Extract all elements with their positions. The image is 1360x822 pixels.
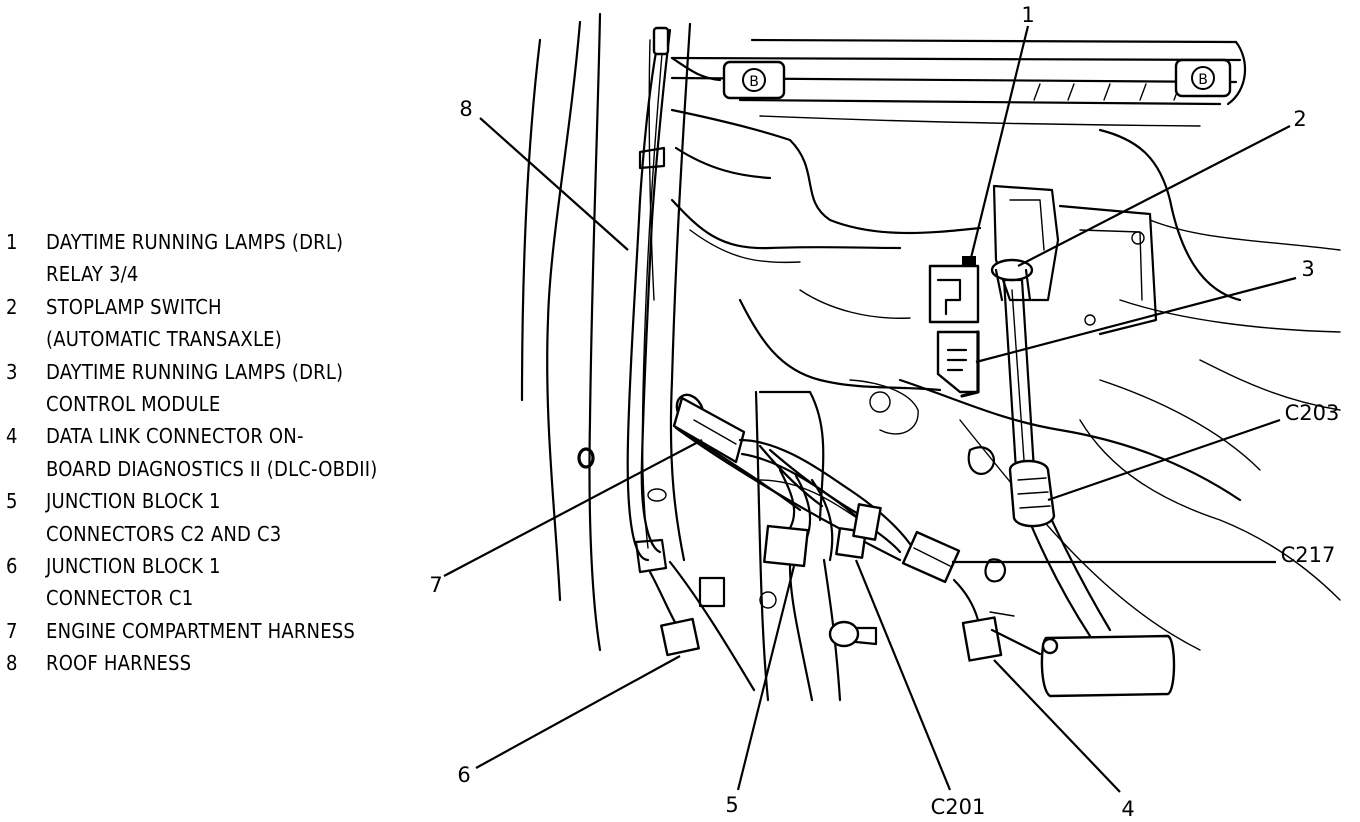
leader-c201 (854, 559, 952, 791)
legend-line: (AUTOMATIC TRANSAXLE) (46, 327, 282, 352)
callout-5: 5 (725, 793, 738, 817)
legend-text: ENGINE COMPARTMENT HARNESS (46, 615, 450, 647)
callout-c201: C201 (931, 795, 986, 819)
legend-line: JUNCTION BLOCK 1 (46, 554, 221, 579)
leader-1 (968, 25, 1030, 263)
leader-2 (1017, 125, 1291, 267)
legend-item: 5 JUNCTION BLOCK 1 CONNECTORS C2 AND C3 (0, 485, 450, 550)
legend-item: 3 DAYTIME RUNNING LAMPS (DRL) CONTROL MO… (0, 356, 450, 421)
callout-labels: 1 2 3 C203 C217 4 C201 5 6 7 8 (429, 3, 1339, 821)
legend-text: JUNCTION BLOCK 1 CONNECTORS C2 AND C3 (46, 485, 450, 550)
drl-relay (928, 256, 980, 324)
leader-lines (443, 25, 1297, 793)
brake-pedal-pad (1040, 634, 1176, 698)
pedal-cover (1008, 459, 1056, 528)
clip-right: B (1174, 58, 1232, 98)
legend-number: 6 (6, 554, 18, 579)
legend-number: 1 (6, 230, 18, 254)
callout-8: 8 (459, 97, 472, 121)
legend-number: 7 (6, 618, 18, 643)
legend-line: STOPLAMP SWITCH (46, 294, 222, 319)
legend-number: 5 (6, 489, 18, 514)
legend-line: DATA LINK CONNECTOR ON- (46, 424, 304, 449)
legend-line: CONNECTORS C2 AND C3 (46, 521, 282, 546)
legend-text: JUNCTION BLOCK 1 CONNECTOR C1 (46, 550, 450, 615)
legend-item: 2 STOPLAMP SWITCH (AUTOMATIC TRANSAXLE) (0, 291, 450, 356)
callout-1: 1 (1021, 3, 1034, 27)
clip-left: B (722, 60, 786, 100)
callout-c217: C217 (1281, 543, 1336, 567)
legend-text: DAYTIME RUNNING LAMPS (DRL) CONTROL MODU… (46, 356, 450, 421)
legend-number: 4 (6, 424, 18, 449)
drl-control-module (936, 330, 980, 398)
legend-item: 7 ENGINE COMPARTMENT HARNESS (0, 615, 450, 647)
legend-item: 1 DAYTIME RUNNING LAMPS (DRL) RELAY 3/4 (0, 226, 450, 291)
legend-text: DAYTIME RUNNING LAMPS (DRL) RELAY 3/4 (46, 226, 450, 291)
c217-connector (901, 530, 961, 584)
firewall (754, 359, 1341, 702)
panel-holes (577, 391, 891, 609)
legend-text: STOPLAMP SWITCH (AUTOMATIC TRANSAXLE) (46, 291, 450, 356)
callout-3: 3 (1301, 257, 1314, 281)
leader-5 (736, 565, 796, 791)
leader-7 (443, 439, 703, 577)
legend-item: 4 DATA LINK CONNECTOR ON- BOARD DIAGNOST… (0, 420, 450, 485)
callout-7: 7 (429, 573, 442, 597)
legend-line: CONTROL MODULE (46, 392, 221, 417)
legend-text: DATA LINK CONNECTOR ON- BOARD DIAGNOSTIC… (46, 420, 450, 485)
legend-line: ROOF HARNESS (46, 651, 192, 676)
legend-line: DAYTIME RUNNING LAMPS (DRL) (46, 230, 344, 254)
leader-c203 (1047, 418, 1281, 502)
leader-3 (975, 276, 1297, 364)
legend-number: 8 (6, 651, 18, 676)
legend-item: 8 ROOF HARNESS (0, 647, 450, 679)
leader-8 (479, 117, 629, 251)
leader-6 (475, 655, 681, 769)
callout-6: 6 (457, 763, 470, 787)
legend-line: CONNECTOR C1 (46, 586, 194, 611)
callout-2: 2 (1293, 107, 1306, 131)
legend-line: BOARD DIAGNOSTICS II (DLC-OBDII) (46, 456, 378, 481)
brake-pedal-arm (1002, 278, 1112, 638)
clip-label: B (749, 74, 759, 90)
c201-connector (822, 503, 882, 702)
legend-line: RELAY 3/4 (46, 262, 139, 287)
callout-c203: C203 (1285, 401, 1340, 425)
legend-item: 6 JUNCTION BLOCK 1 CONNECTOR C1 (0, 550, 450, 615)
legend-line: DAYTIME RUNNING LAMPS (DRL) (46, 359, 344, 384)
legend-line: ENGINE COMPARTMENT HARNESS (46, 618, 356, 643)
dash-panel (670, 108, 1341, 392)
legend-text: ROOF HARNESS (46, 647, 450, 679)
callout-4: 4 (1121, 797, 1134, 821)
legend-number: 2 (6, 294, 18, 319)
junction-block-c1-connector (634, 538, 756, 692)
pedal-bracket (992, 184, 1158, 336)
leader-4 (993, 659, 1121, 793)
legend: 1 DAYTIME RUNNING LAMPS (DRL) RELAY 3/4 … (0, 226, 450, 680)
dlc-obdii-connector (952, 578, 1042, 662)
legend-line: JUNCTION BLOCK 1 (46, 489, 221, 514)
clip-label: B (1198, 72, 1208, 88)
dash-top-beam (670, 38, 1247, 127)
roof-harness (626, 26, 672, 562)
legend-number: 3 (6, 359, 18, 384)
